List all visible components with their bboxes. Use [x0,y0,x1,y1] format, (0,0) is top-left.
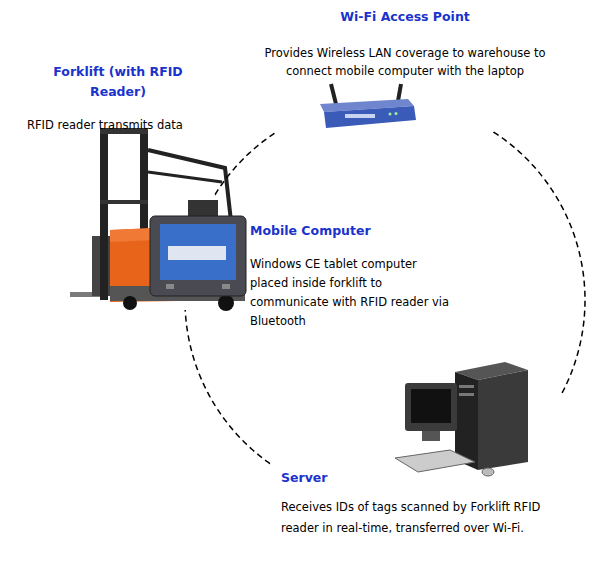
server-illustration-part [395,450,475,472]
forklift-illustration-part [123,296,137,310]
server-illustration-part [459,393,474,396]
server-illustration-part [411,389,451,423]
forklift-illustration-part [100,128,108,300]
dashed-link [185,310,270,464]
node-heading: Forklift (with RFID Reader) [38,62,198,102]
router-illustration-part [345,114,375,118]
server-illustration-part [478,370,528,470]
forklift-illustration [70,128,245,311]
node-description: Provides Wireless LAN coverage to wareho… [250,44,560,80]
forklift-illustration-part [218,295,234,311]
server-illustration-part [422,431,440,441]
router-illustration-part [331,84,336,104]
forklift-illustration-part [100,200,148,204]
tablet-illustration-part [160,224,236,280]
mobile-computer-node: Mobile ComputerWindows CE tablet compute… [248,222,453,330]
node-heading: Server [281,469,551,487]
node-description: Windows CE tablet computer placed inside… [250,255,450,331]
tablet-illustration-part [222,284,230,289]
router-illustration-part [398,84,401,101]
node-heading: Wi-Fi Access Point [250,8,560,26]
server-node: ServerReceives IDs of tags scanned by Fo… [270,368,560,572]
forklift-illustration-part [148,172,222,182]
router-illustration [320,84,416,128]
tablet-illustration-part [168,246,226,260]
dashed-link [215,132,276,194]
tablet-illustration-part [150,216,246,296]
server-illustration-part [482,468,494,476]
dashed-link [494,132,585,396]
server-illustration [395,362,528,476]
node-description: RFID reader transmits data [27,116,212,134]
router-illustration-part [395,112,398,115]
router-illustration-part [389,113,392,116]
node-heading: Mobile Computer [250,222,450,240]
tablet-illustration [150,216,246,296]
access-point-node: Wi-Fi Access PointProvides Wireless LAN … [250,8,560,132]
server-illustration-part [459,385,474,388]
tablet-illustration-part [166,284,174,289]
forklift-node: Forklift (with RFID Reader) RFID reader t… [20,62,215,310]
server-illustration-part [405,383,457,431]
router-illustration-part [324,106,416,128]
node-description: Receives IDs of tags scanned by Forklift… [281,497,556,539]
